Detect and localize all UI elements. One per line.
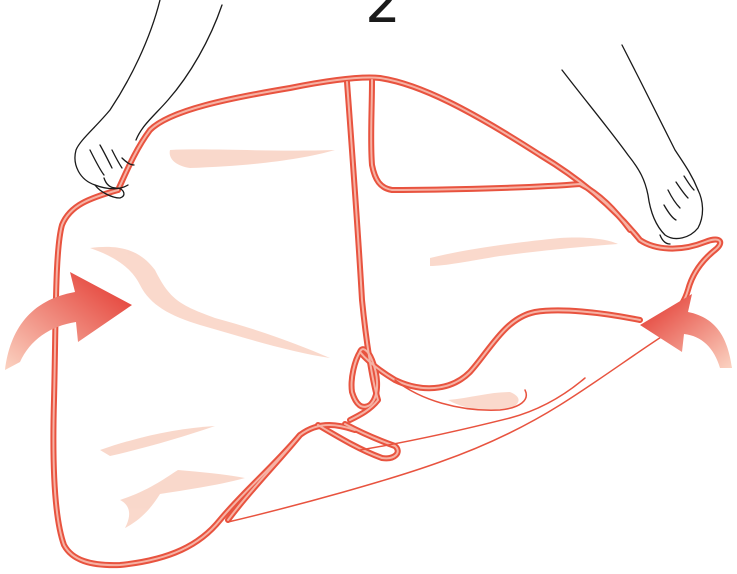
fabric-shadow (100, 426, 215, 456)
fabric-shadow (170, 149, 335, 168)
left-arrow-icon (5, 272, 132, 370)
fabric-shadow (430, 237, 618, 266)
left-hand-icon (75, 0, 222, 198)
right-hand-icon (562, 45, 703, 244)
right-arrow-icon (640, 294, 732, 368)
